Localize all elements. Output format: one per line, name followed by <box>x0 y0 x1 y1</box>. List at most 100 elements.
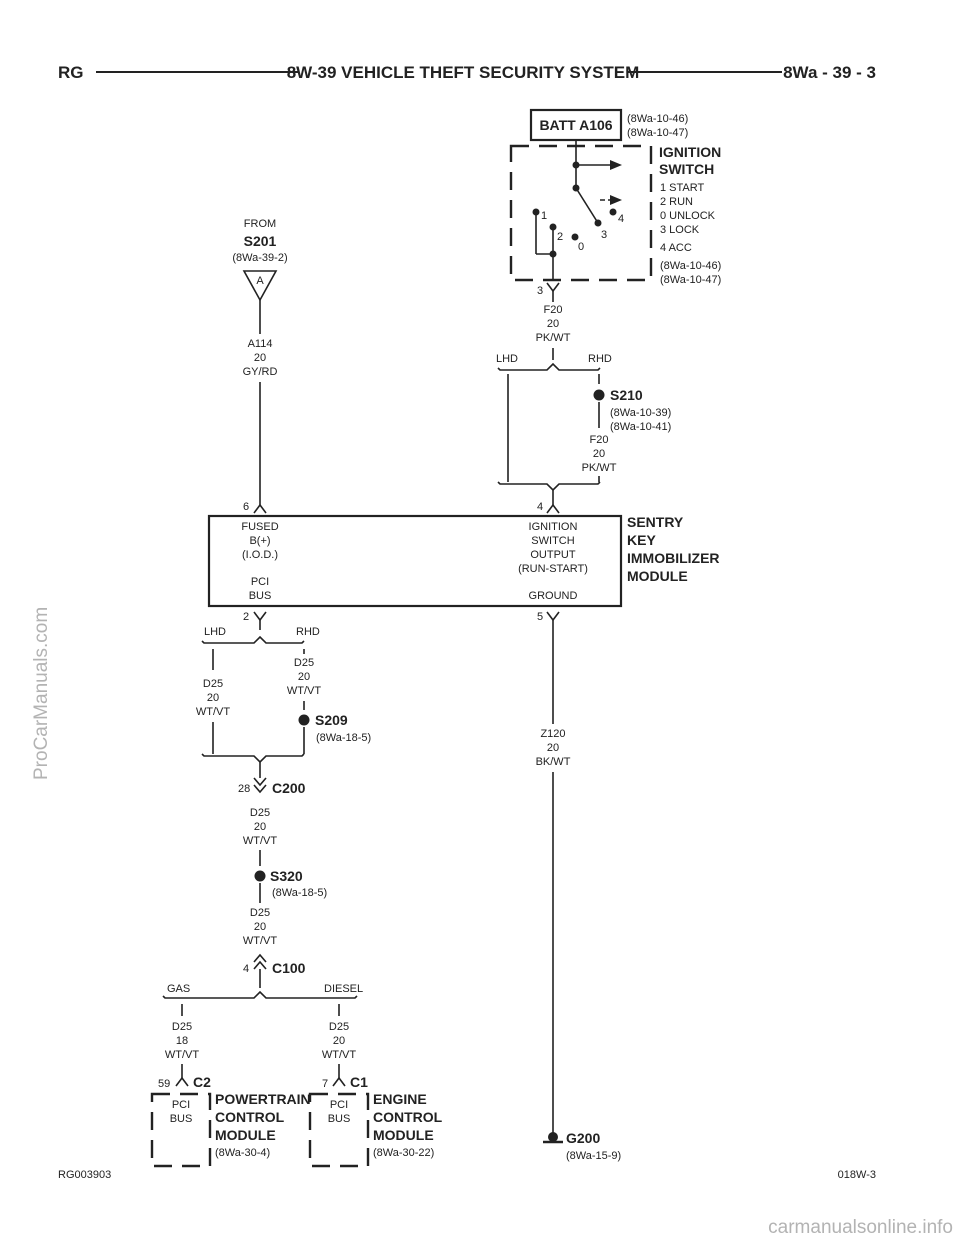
module-connector-2 <box>253 611 267 622</box>
from-label: FROM <box>244 218 276 230</box>
gas-diesel-splice-bar <box>162 990 358 999</box>
wire-d25-s320-gauge: 20 <box>254 921 266 933</box>
wire-a114-color: GY/RD <box>243 366 278 378</box>
s209-ref: (8Wa-18-5) <box>316 732 371 744</box>
wire-d25-c200-gauge: 20 <box>254 821 266 833</box>
module-connector-6 <box>253 503 267 514</box>
s201-label: S201 <box>244 233 277 249</box>
pcm-title-1: POWERTRAIN <box>215 1091 311 1107</box>
wire-d25-s320-color: WT/VT <box>243 935 277 947</box>
s201-ref: (8Wa-39-2) <box>232 252 287 264</box>
module-ign-1: IGNITION <box>529 521 578 533</box>
ecm-title-1: ENGINE <box>373 1091 427 1107</box>
gas-label: GAS <box>167 983 190 995</box>
module-ign-4: (RUN-START) <box>518 563 588 575</box>
pci-rhd-label: RHD <box>296 626 320 638</box>
s209-label: S209 <box>315 712 348 728</box>
module-ground: GROUND <box>529 590 578 602</box>
wire-d25-lhd-color: WT/VT <box>196 706 230 718</box>
pci-lhd-rhd-splice-bar <box>201 635 305 644</box>
s320-ref: (8Wa-18-5) <box>272 887 327 899</box>
header-title: 8W-39 VEHICLE THEFT SECURITY SYSTEM <box>287 63 640 82</box>
pcm-connector-label: C2 <box>193 1074 211 1090</box>
c100-pin: 4 <box>243 963 249 975</box>
c200-connector <box>253 777 267 794</box>
ecm-ref: (8Wa-30-22) <box>373 1147 434 1159</box>
switch-contact-0: 0 <box>578 241 584 253</box>
pci-lhd-label: LHD <box>204 626 226 638</box>
wire-d25-rhd-code: D25 <box>294 657 314 669</box>
wire-f20-bot-code: F20 <box>590 434 609 446</box>
ignition-switch-title-1: IGNITION <box>659 144 721 160</box>
ecm-connector <box>332 1076 346 1087</box>
module-pci-2: BUS <box>249 590 272 602</box>
wire-d25-diesel-code: D25 <box>329 1021 349 1033</box>
module-fused-2: B(+) <box>249 535 270 547</box>
ignition-connector <box>546 282 560 293</box>
c200-label: C200 <box>272 780 306 796</box>
wire-d25-lhd-gauge: 20 <box>207 692 219 704</box>
module-pin-5: 5 <box>537 611 543 623</box>
c100-connector <box>253 953 267 970</box>
pcm-title-3: MODULE <box>215 1127 276 1143</box>
g200-ref: (8Wa-15-9) <box>566 1150 621 1162</box>
ign-lhd-rhd-splice-bar <box>497 362 601 371</box>
pci-lhd-rhd-join-bar <box>201 753 305 764</box>
g200-label: G200 <box>566 1130 600 1146</box>
ignition-switch-boundary <box>509 144 653 282</box>
pcm-boundary <box>150 1092 212 1168</box>
pcm-ref: (8Wa-30-4) <box>215 1147 270 1159</box>
s320-splice-dot <box>254 870 266 882</box>
c100-label: C100 <box>272 960 306 976</box>
ignition-switch-contacts <box>532 140 622 280</box>
wire-a114-gauge: 20 <box>254 352 266 364</box>
ecm-title-2: CONTROL <box>373 1109 443 1125</box>
module-pin-6: 6 <box>243 501 249 513</box>
wire-d25-gas-color: WT/VT <box>165 1049 199 1061</box>
s210-splice-dot <box>593 389 605 401</box>
batt-a106-label: BATT A106 <box>539 117 612 133</box>
offpage-connector-letter: A <box>256 275 264 287</box>
pcm-pin: 59 <box>158 1078 170 1090</box>
header-page-number: 8Wa - 39 - 3 <box>783 63 876 82</box>
module-ign-3: OUTPUT <box>530 549 576 561</box>
ecm-pci-2: BUS <box>328 1113 351 1125</box>
ign-lhd-label: LHD <box>496 353 518 365</box>
ignition-ref-1: (8Wa-10-46) <box>660 260 721 272</box>
ign-rhd-label: RHD <box>588 353 612 365</box>
wire-d25-diesel-gauge: 20 <box>333 1035 345 1047</box>
wire-d25-lhd-code: D25 <box>203 678 223 690</box>
wire-f20-bot-gauge: 20 <box>593 448 605 460</box>
offpage-connector-a <box>242 270 278 302</box>
ecm-pin: 7 <box>322 1078 328 1090</box>
s320-label: S320 <box>270 868 303 884</box>
ground-symbol-icon <box>543 1132 563 1144</box>
wire-z120-color: BK/WT <box>536 756 571 768</box>
wire-d25-gas-gauge: 18 <box>176 1035 188 1047</box>
ignition-pos-start: 1 START <box>660 182 704 194</box>
wire-d25-gas-code: D25 <box>172 1021 192 1033</box>
module-pin-4: 4 <box>537 501 543 513</box>
wire-d25-rhd-gauge: 20 <box>298 671 310 683</box>
ignition-pos-unlock: 0 UNLOCK <box>660 210 716 222</box>
bottom-watermark: carmanualsonline.info <box>768 1217 953 1238</box>
ignition-pos-acc: 4 ACC <box>660 242 692 254</box>
side-watermark: ProCarManuals.com <box>31 607 52 780</box>
c200-pin: 28 <box>238 783 250 795</box>
header-section-code: RG <box>58 63 84 82</box>
ecm-title-3: MODULE <box>373 1127 434 1143</box>
ecm-boundary <box>308 1092 370 1168</box>
footer-right-code: 018W-3 <box>838 1169 876 1181</box>
module-connector-5 <box>546 611 560 622</box>
pcm-pci-1: PCI <box>172 1099 190 1111</box>
s210-ref-2: (8Wa-10-41) <box>610 421 671 433</box>
module-title-1: SENTRY <box>627 514 684 530</box>
ign-lhd-rhd-join-bar <box>497 481 601 492</box>
module-pin-2: 2 <box>243 611 249 623</box>
switch-contact-3: 3 <box>601 229 607 241</box>
wire-d25-s320-code: D25 <box>250 907 270 919</box>
wire-d25-c200-color: WT/VT <box>243 835 277 847</box>
sentry-key-immobilizer-module-box <box>207 514 623 608</box>
switch-contact-4: 4 <box>618 213 624 225</box>
